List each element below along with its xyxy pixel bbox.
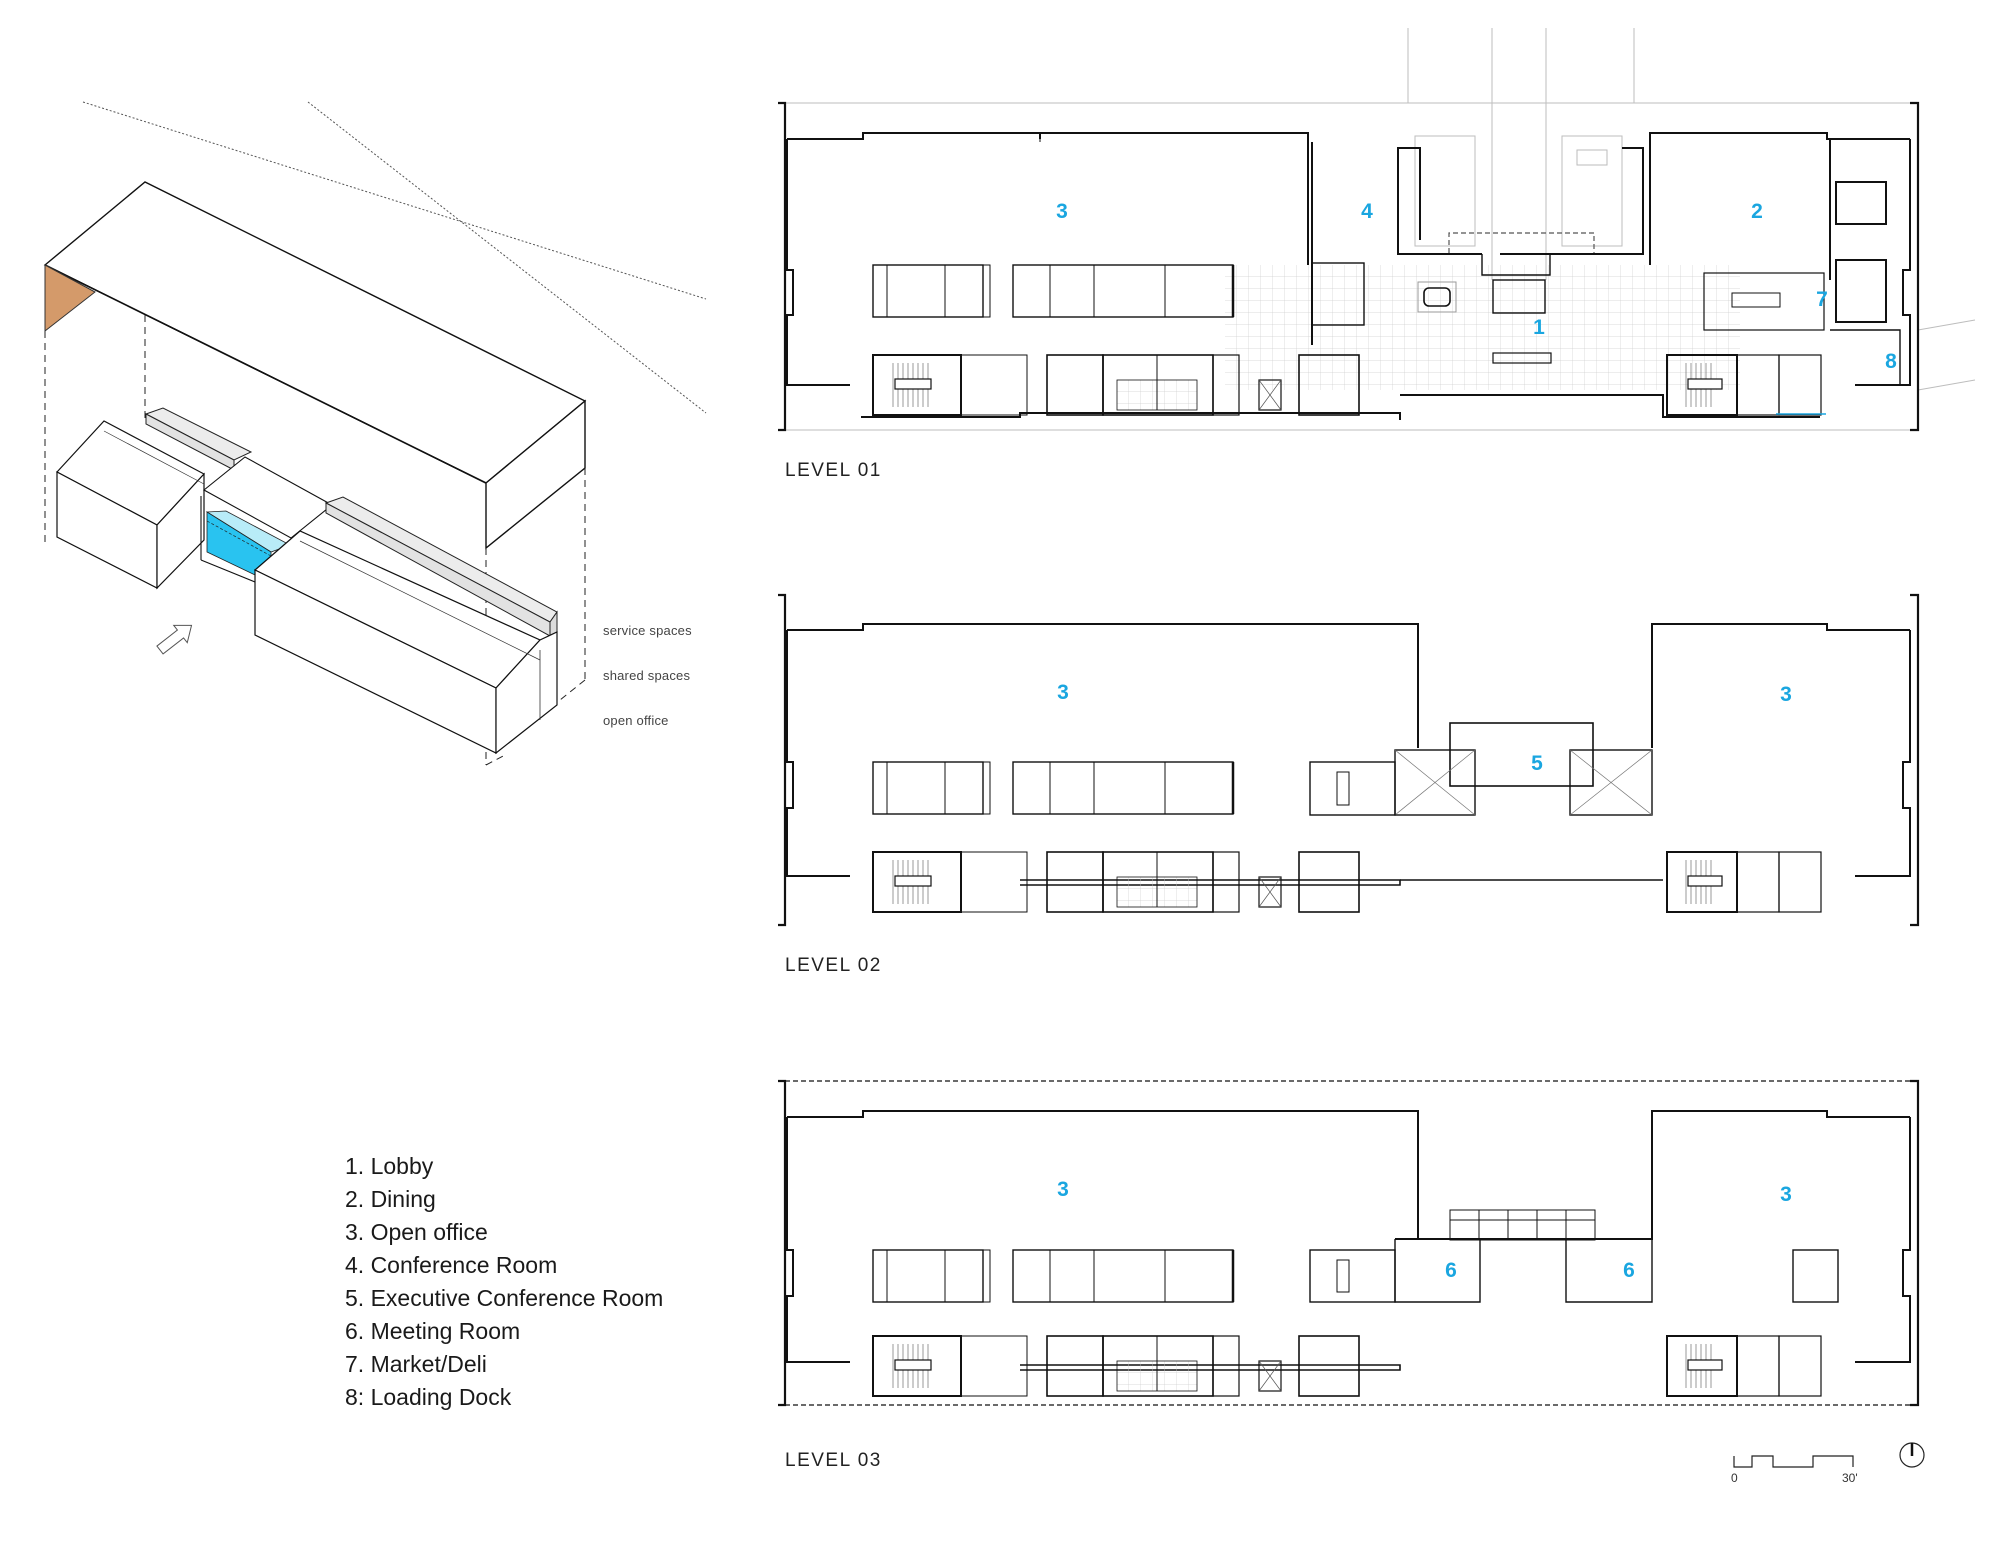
legend-item-executive-conference-room: 5. Executive Conference Room xyxy=(345,1285,664,1311)
scale-bar-start: 0 xyxy=(1731,1471,1738,1485)
room-number: 2 xyxy=(1751,200,1763,223)
room-number: 1 xyxy=(1533,316,1545,339)
legend-item-lobby: 1. Lobby xyxy=(345,1153,434,1179)
room-number: 3 xyxy=(1057,1178,1069,1201)
legend-item-open-office: 3. Open office xyxy=(345,1219,488,1245)
level-02-plan xyxy=(778,593,1920,927)
level-01-plan xyxy=(778,28,1976,432)
room-number: 3 xyxy=(1780,683,1792,706)
room-number: 6 xyxy=(1623,1259,1635,1282)
room-number: 4 xyxy=(1361,200,1373,223)
scale-bar-end: 30' xyxy=(1842,1471,1858,1485)
legend-item-market-deli: 7. Market/Deli xyxy=(345,1351,487,1377)
room-number: 3 xyxy=(1057,681,1069,704)
legend-item-dining: 2. Dining xyxy=(345,1186,436,1212)
room-legend: 1. Lobby 2. Dining 3. Open office 4. Con… xyxy=(345,1150,663,1414)
label-service-spaces: service spaces xyxy=(603,623,692,638)
room-number: 6 xyxy=(1445,1259,1457,1282)
room-number: 8 xyxy=(1885,350,1897,373)
scale-bar xyxy=(1733,1455,1854,1468)
axonometric-drawing xyxy=(43,101,707,766)
label-open-office: open office xyxy=(603,713,669,728)
room-number: 3 xyxy=(1056,200,1068,223)
legend-item-meeting-room: 6. Meeting Room xyxy=(345,1318,521,1344)
entry-arrow-icon xyxy=(156,624,193,655)
level-03-plan xyxy=(778,1079,1920,1407)
level-01-title: LEVEL 01 xyxy=(785,460,882,481)
level-02-title: LEVEL 02 xyxy=(785,955,882,976)
north-arrow-icon xyxy=(1899,1442,1925,1468)
room-number: 5 xyxy=(1531,752,1543,775)
wood-panel xyxy=(44,264,96,333)
legend-item-loading-dock: 8: Loading Dock xyxy=(345,1384,512,1410)
room-number: 3 xyxy=(1780,1183,1792,1206)
label-shared-spaces: shared spaces xyxy=(603,668,691,683)
legend-item-conference-room: 4. Conference Room xyxy=(345,1252,558,1278)
axonometric-diagram: service spaces shared spaces open office xyxy=(0,0,720,780)
room-number: 7 xyxy=(1816,288,1828,311)
level-03-title: LEVEL 03 xyxy=(785,1450,882,1471)
